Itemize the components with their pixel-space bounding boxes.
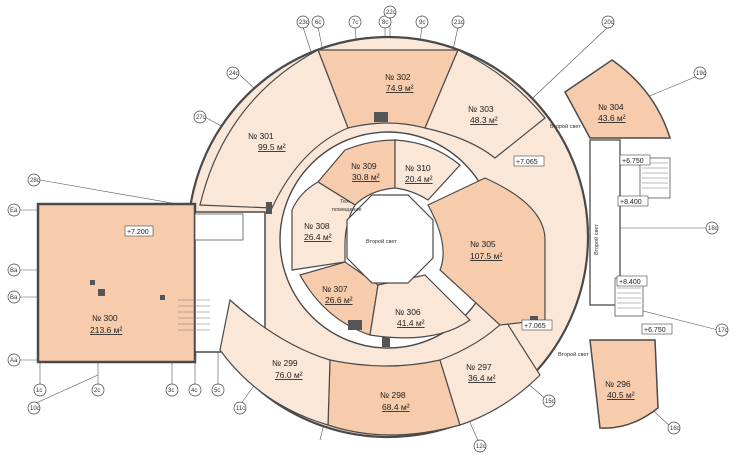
room-297-number: № 297 — [466, 362, 492, 372]
axis-16c: 16с — [670, 426, 680, 432]
axis-11c: 11с — [236, 406, 245, 412]
vestibule — [194, 213, 244, 241]
room-306-shape — [369, 274, 471, 339]
room-304-number: № 304 — [598, 102, 624, 112]
room-308-number: № 308 — [304, 221, 330, 231]
room-305-area: 107.5 м² — [470, 251, 502, 261]
axis-27c: 27с — [196, 115, 206, 121]
axis-4c: 4с — [191, 388, 197, 394]
axis-Ba-2: Ва — [10, 295, 18, 301]
room-300-number: № 300 — [92, 313, 118, 323]
room-301-area: 99.5 м² — [258, 142, 286, 152]
mark-7065-bottom: +7.065 — [524, 323, 546, 330]
mark-6750-top: +6.750 — [622, 158, 644, 165]
mark-8400-top: +8.400 — [620, 199, 642, 206]
axis-28c: 28с — [30, 178, 40, 184]
axis-labels: 23с 6с 7с 8с 22с 9с 21с 20с 24с 27с 28с … — [10, 10, 728, 450]
room-310-shape — [394, 139, 461, 201]
room-309-number: № 309 — [351, 161, 377, 171]
axis-10c: 10с — [30, 406, 40, 412]
room-297-shape — [439, 319, 541, 426]
room-300-shape — [36, 202, 197, 364]
mark-7065-top: +7.065 — [516, 159, 538, 166]
room-305-number: № 305 — [470, 239, 496, 249]
axis-7c: 7с — [352, 20, 358, 26]
room-labels: № 300 213.6 м² № 301 99.5 м² № 302 74.9 … — [90, 72, 635, 412]
axis-2c: 2с — [94, 388, 100, 394]
room-299-shape — [219, 298, 331, 426]
room-302-number: № 302 — [385, 72, 411, 82]
room-307-number: № 307 — [322, 284, 348, 294]
room-296-shape — [589, 339, 659, 429]
mark-8400-bottom: +8.400 — [619, 279, 641, 286]
axis-bubbles — [7, 5, 729, 453]
room-307-area: 26.6 м² — [325, 295, 353, 305]
axis-5c: 5с — [214, 388, 220, 394]
axis-Aa: Аа — [10, 358, 18, 364]
room-306-number: № 306 — [395, 307, 421, 317]
second-light-label-a: Второй свет — [550, 123, 581, 130]
axis-15c: 15с — [545, 399, 555, 405]
atrium-octagon — [346, 194, 434, 284]
axis-17c: 17с — [718, 328, 728, 334]
room-297-area: 36.4 м² — [468, 373, 496, 383]
room-310-area: 20.4 м² — [405, 174, 433, 184]
room-305-shape — [427, 177, 546, 326]
axis-18c: 18с — [708, 226, 718, 232]
room-302-area: 74.9 м² — [386, 83, 414, 93]
axis-22c: 22с — [386, 10, 396, 16]
axis-12c: 12с — [476, 444, 486, 450]
room-306-area: 41.4 м² — [397, 318, 425, 328]
axis-Ea: Еа — [10, 208, 18, 214]
room-301-number: № 301 — [248, 131, 274, 141]
axis-24c: 24с — [229, 71, 239, 77]
room-303-area: 48.3 м² — [470, 115, 498, 125]
room-304-area: 43.6 м² — [598, 113, 626, 123]
room-300-area: 213.6 м² — [90, 325, 122, 335]
room-298-number: № 298 — [380, 390, 406, 400]
room-301-shape — [199, 49, 349, 209]
axis-23c: 23с — [299, 20, 309, 26]
elevation-marks: +7.200 +7.065 +7.065 +6.750 +8.400 +8.40… — [124, 154, 673, 335]
notes: Второй свет Второй свет Второй свет Втор… — [332, 123, 600, 358]
axis-Ba: Ва — [10, 268, 18, 274]
room-296-number: № 296 — [605, 379, 631, 389]
room-308-shape — [291, 181, 356, 271]
axis-20c: 20с — [604, 20, 614, 26]
second-light-label-b: Второй свет — [558, 351, 589, 358]
axis-3c: 3с — [168, 388, 174, 394]
tech-room-label: Тех. — [340, 199, 351, 205]
tech-room-label-2: помещение — [332, 207, 362, 213]
room-309-area: 30.8 м² — [352, 172, 380, 182]
axis-19c: 19с — [696, 71, 706, 77]
room-304-shape — [564, 59, 672, 139]
mark-6750-bottom: +6.750 — [644, 327, 666, 334]
room-296-area: 40.5 м² — [607, 390, 635, 400]
room-310-number: № 310 — [405, 163, 431, 173]
room-299-number: № 299 — [272, 358, 298, 368]
mark-7200: +7.200 — [127, 229, 149, 236]
right-core — [589, 139, 621, 306]
axis-8c: 8с — [382, 20, 388, 26]
room-298-area: 68.4 м² — [382, 402, 410, 412]
axis-9c: 9с — [419, 20, 425, 26]
second-light-label-c: Второй свет — [593, 224, 600, 255]
axis-21c: 21с — [454, 20, 464, 26]
axis-6c: 6с — [315, 20, 321, 26]
axis-1c: 1с — [36, 388, 42, 394]
atrium-label: Второй свет — [366, 238, 397, 245]
room-308-area: 26.4 м² — [304, 232, 332, 242]
room-303-number: № 303 — [468, 104, 494, 114]
room-299-area: 76.0 м² — [275, 370, 303, 380]
room-303-shape — [424, 49, 546, 159]
